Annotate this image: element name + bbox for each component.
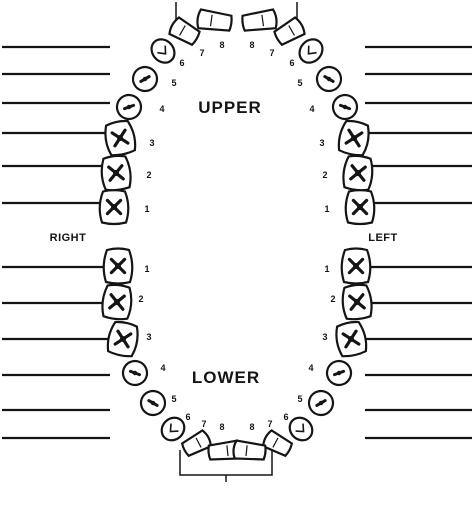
lower-left-number-1: 1 [324,264,329,274]
upper-left-number-8: 8 [249,40,254,50]
upper-left-number-5: 5 [297,78,302,88]
lower-right-tooth-5 [139,389,167,417]
lower-right-number-5: 5 [171,394,176,404]
lower-right-number-1: 1 [144,264,149,274]
incisor-brackets [175,2,298,482]
lower-left-tooth-8 [232,439,267,461]
lower-left-number-3: 3 [322,332,327,342]
lower-left-tooth-1 [340,247,372,285]
upper-right-number-4: 4 [159,104,164,114]
upper-left-number-1: 1 [324,204,329,214]
lower-right-number-2: 2 [138,294,143,304]
upper-left-tooth-2 [342,154,374,192]
lower-left-tooth-7 [262,429,294,458]
upper-right-tooth-7 [168,16,201,47]
upper-right-number-1: 1 [144,204,149,214]
writing-lines [2,45,472,440]
lower-right-number-3: 3 [146,332,151,342]
lower-right-number-8: 8 [219,422,224,432]
upper-left-tooth-7 [273,16,306,47]
lower-left-tooth-2 [341,283,373,321]
upper-right-tooth-8 [196,8,233,32]
upper-label: UPPER [198,98,262,117]
lower-left-number-5: 5 [297,394,302,404]
upper-right-tooth-2 [100,154,132,192]
upper-right-number-2: 2 [146,170,151,180]
lower-left-tooth-3 [335,320,368,358]
upper-left-number-7: 7 [269,48,274,58]
lower-left-tooth-4 [325,359,353,387]
upper-left-tooth-8 [241,8,278,32]
lower-right-number-7: 7 [201,419,206,429]
upper-right-tooth-3 [104,119,137,157]
upper-right-tooth-4 [115,93,143,121]
upper-left-tooth-1 [344,188,376,226]
upper-right-number-8: 8 [219,40,224,50]
upper-right-number-6: 6 [179,58,184,68]
upper-right-number-7: 7 [199,48,204,58]
teeth [98,8,376,461]
lower-left-tooth-5 [307,389,335,417]
lower-right-tooth-7 [180,429,212,458]
upper-left-tooth-5 [315,65,343,93]
lower-right-tooth-3 [106,320,139,358]
upper-right-tooth-5 [131,65,159,93]
upper-right-number-3: 3 [149,138,154,148]
upper-left-number-2: 2 [322,170,327,180]
lower-right-tooth-2 [101,283,133,321]
upper-right-tooth-6 [150,38,176,64]
lower-left-number-6: 6 [283,412,288,422]
upper-left-tooth-3 [337,119,370,157]
lower-right-tooth-4 [121,359,149,387]
upper-left-number-4: 4 [309,104,314,114]
lower-right-tooth-6 [160,416,186,442]
lower-right-tooth-1 [102,247,134,285]
lower-right-number-6: 6 [185,412,190,422]
left-label: LEFT [368,232,398,244]
upper-left-tooth-4 [331,93,359,121]
lower-left-number-8: 8 [249,422,254,432]
lower-left-number-4: 4 [308,363,313,373]
upper-right-number-5: 5 [171,78,176,88]
lower-left-number-7: 7 [267,419,272,429]
lower-left-tooth-6 [288,416,314,442]
lower-left-number-2: 2 [330,294,335,304]
lower-right-number-4: 4 [160,363,165,373]
upper-left-tooth-6 [298,38,324,64]
upper-left-number-3: 3 [319,138,324,148]
right-label: RIGHT [50,232,87,244]
lower-label: LOWER [192,368,260,387]
upper-right-tooth-1 [98,188,130,226]
upper-left-number-6: 6 [289,58,294,68]
